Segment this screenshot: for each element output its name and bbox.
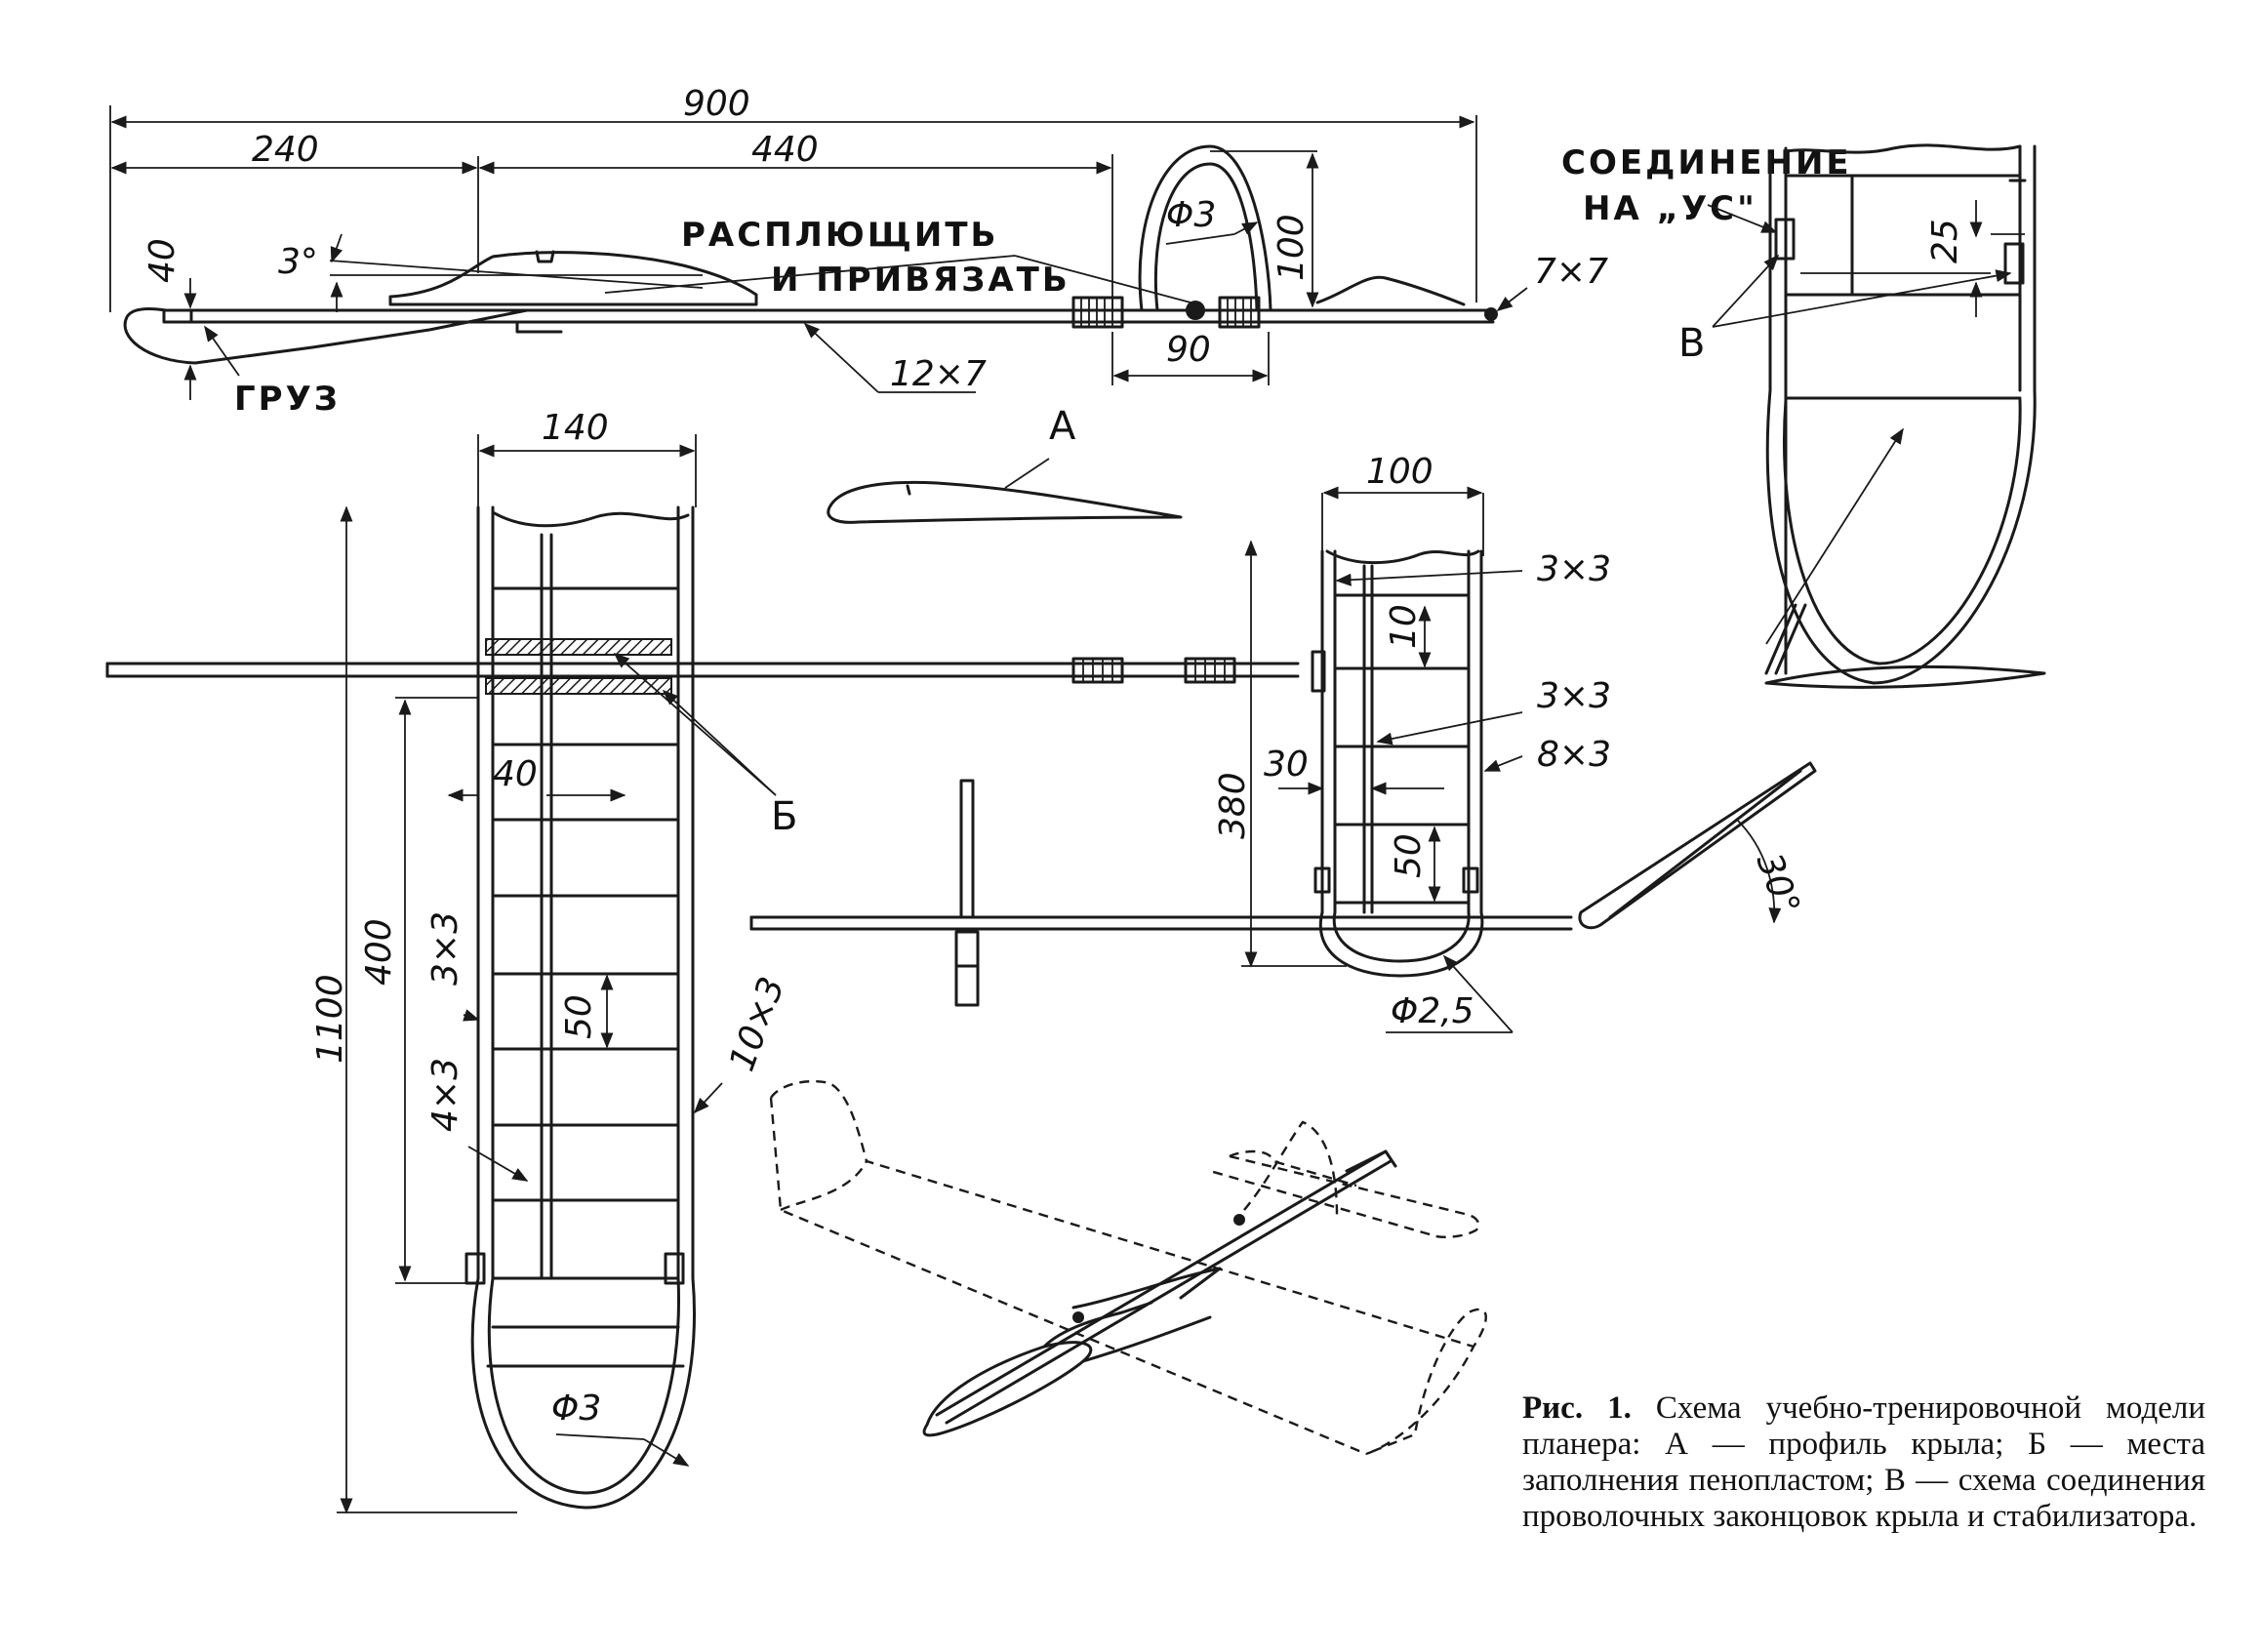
dim-stab-rib: 50 <box>1389 833 1429 878</box>
flatten-label-2: И ПРИВЯЗАТЬ <box>771 261 1070 300</box>
joint-label-2: НА „УС" <box>1583 189 1757 228</box>
dim-nose-height: 40 <box>142 238 182 283</box>
dim-mid-length: 440 <box>751 130 819 170</box>
side-view: 900 240 440 ГРУЗ 40 12×7 3° <box>109 84 1608 419</box>
joint-tag: В <box>1678 321 1705 366</box>
fin-inner <box>1153 162 1259 312</box>
foam-tag: Б <box>771 794 797 839</box>
fin-wire-label: Φ3 <box>1166 195 1216 235</box>
dihedral-label: 30° <box>1749 848 1807 920</box>
perspective-view <box>769 1079 1487 1456</box>
fuselage-front <box>954 930 980 1007</box>
stab-spar-label-2: 3×3 <box>1537 676 1611 716</box>
airfoil-shape <box>827 480 1183 524</box>
wing-le-label: 4×3 <box>425 1058 465 1132</box>
wing-tip-wire-label: Φ3 <box>551 1389 601 1429</box>
joint-section <box>1764 665 2046 689</box>
fin-outer <box>1138 144 1272 312</box>
caption-title: Рис. 1. <box>1522 1390 1632 1426</box>
dim-nose-length: 240 <box>252 130 319 170</box>
dim-stab-inset: 30 <box>1264 745 1309 785</box>
dim-boom-section: 12×7 <box>890 354 987 394</box>
tail-section-label: 7×7 <box>1534 252 1608 292</box>
stab-break <box>1325 549 1480 565</box>
fuselage-nose <box>123 307 529 365</box>
stab-plan: 100 3×3 10 3×3 8×3 30 50 380 <box>1213 452 1611 1033</box>
incidence-label: 3° <box>278 242 318 282</box>
stab-tip-wire-label: Φ2,5 <box>1391 991 1474 1031</box>
front-view: 30° <box>749 761 1817 1007</box>
foam-zone-lower <box>485 677 672 695</box>
dim-fin-height: 100 <box>1272 214 1312 281</box>
dim-wing-half: 400 <box>359 918 399 986</box>
dim-wing-span: 1100 <box>310 974 350 1064</box>
fin-front <box>959 779 975 919</box>
dim-fin-base: 90 <box>1166 330 1211 370</box>
joint-tip-outer <box>1765 388 2037 685</box>
wing-plan: 140 Б 40 5 <box>310 408 797 1514</box>
wing-break <box>491 510 690 528</box>
dim-overall: 900 <box>683 84 750 124</box>
wing-tip-outer <box>470 1276 696 1510</box>
tail-stab-side <box>1315 275 1466 306</box>
stab-edge-label: 8×3 <box>1537 735 1611 775</box>
dim-wing-chord: 140 <box>542 408 609 448</box>
dim-joint: 25 <box>1925 219 1965 263</box>
wing-spar-label: 3×3 <box>425 911 465 986</box>
joint-tip-inner <box>1782 398 2022 665</box>
dim-stab-span: 380 <box>1213 772 1253 839</box>
airfoil-tag: А <box>1049 404 1076 449</box>
dim-wing-inset: 40 <box>493 754 538 794</box>
figure-caption: Рис. 1. Схема учебно-тренировочной модел… <box>1522 1390 2205 1535</box>
wing-te-label: 10×3 <box>722 972 792 1076</box>
joint-break <box>1784 143 2022 154</box>
wing-ribs <box>491 586 680 1280</box>
foam-zone-upper <box>485 638 672 656</box>
plan-bindings <box>1071 650 1326 693</box>
dim-stab-rib-small: 10 <box>1384 604 1424 649</box>
perspective-wing-tip <box>1365 1308 1487 1456</box>
airfoil-section: А <box>827 404 1183 524</box>
dim-wing-rib: 50 <box>559 994 599 1039</box>
perspective-wing-far <box>770 1079 1474 1349</box>
stab-spar-label-1: 3×3 <box>1537 549 1611 589</box>
side-bindings <box>1071 296 1261 329</box>
caption-text: Схема учебно-тренировочной модели планер… <box>1522 1390 2206 1534</box>
joint-detail: СОЕДИНЕНИЕ НА „УС" 25 В <box>1561 143 2046 689</box>
ballast-label: ГРУЗ <box>234 380 341 419</box>
dim-stab-chord: 100 <box>1366 452 1433 492</box>
dihedral-wing <box>1578 761 1817 930</box>
flatten-label-1: РАСПЛЮЩИТЬ <box>681 216 998 255</box>
stab-tip-outer <box>1318 910 1484 978</box>
